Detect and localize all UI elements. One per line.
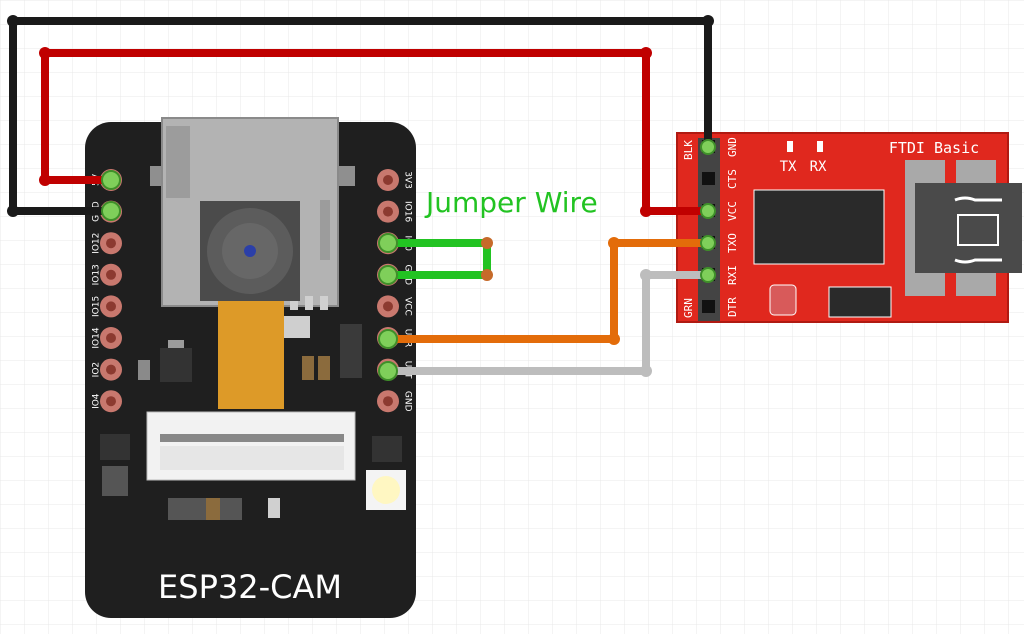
ftdi-pin: CTS <box>702 169 739 189</box>
ftdi-title: FTDI Basic <box>889 139 979 157</box>
esp32-left-pin: IO14 <box>92 327 122 349</box>
ftdi-pin: DTR <box>702 297 739 317</box>
esp32-left-pin: IO12 <box>92 232 122 255</box>
esp32-right-pin-label: GND <box>403 391 413 412</box>
tx-led-label: TX <box>780 159 797 175</box>
wires <box>7 15 714 377</box>
ftdi-bottom-label: GRN <box>682 298 695 318</box>
wire-vcc-red <box>41 49 708 215</box>
jumper-wire-label: Jumper Wire <box>424 186 598 219</box>
ftdi-pin-label: GND <box>726 137 739 157</box>
ftdi-connected-pin <box>700 235 716 251</box>
wire-tx-orange <box>388 239 708 343</box>
wire-bend-points <box>7 15 714 377</box>
wire-rx-gray <box>388 271 708 375</box>
ftdi-pin-label: VCC <box>726 201 739 221</box>
ftdi-connected-pin <box>700 203 716 219</box>
esp32-title: ESP32-CAM <box>158 568 342 606</box>
wire-jumper-green <box>388 239 491 279</box>
esp32-left-pin-label: IO2 <box>92 362 102 377</box>
connected-pin-highlights <box>101 170 398 381</box>
ftdi-basic-board: GND CTS VCC TXO RXI DTR BLK GRN TX RX FTDI Ba… <box>676 132 1022 323</box>
camera-module <box>200 201 300 409</box>
esp32-left-pin: IO2 <box>92 358 122 381</box>
ftdi-pin-label: DTR <box>726 297 739 317</box>
esp32-right-pin: IO16 <box>377 200 413 223</box>
tx-led: TX <box>780 141 797 175</box>
smd-components <box>100 316 406 520</box>
esp32-right-pin-label: IO16 <box>403 201 413 222</box>
ftdi-connected-pin <box>700 139 716 155</box>
esp32-left-pin-label: IO14 <box>92 327 102 348</box>
mini-usb-connector <box>905 160 1022 296</box>
rx-led: RX <box>810 141 827 175</box>
sd-card-slot <box>150 117 355 310</box>
ftdi-pin-label: RXI <box>726 265 739 285</box>
esp32-left-pin-label: IO4 <box>92 393 102 409</box>
ftdi-pin-label: CTS <box>726 169 739 189</box>
ftdi-chip <box>753 189 885 265</box>
esp32-right-pin: VCC <box>377 295 413 318</box>
esp32-right-pin-label: 3V3 <box>403 171 413 189</box>
ftdi-regulator <box>828 286 892 318</box>
esp32-left-pin-label: IO12 <box>92 233 102 254</box>
ftdi-top-label: BLK <box>682 140 695 160</box>
esp32-left-pin-label: IO13 <box>92 264 102 285</box>
esp32-left-pin: IO13 <box>92 263 122 286</box>
fpc-connector <box>146 411 356 481</box>
ftdi-pin-label: TXO <box>726 233 739 253</box>
esp32-right-pin: GND <box>377 390 413 413</box>
esp32-right-pin-label: VCC <box>403 297 413 316</box>
esp32-left-pin-label: IO15 <box>92 296 102 317</box>
esp32-left-pin: IO15 <box>92 295 122 318</box>
ftdi-led-component <box>769 284 797 316</box>
ftdi-connected-pin <box>700 267 716 283</box>
rx-led-label: RX <box>810 159 827 175</box>
esp32-left-pin: IO4 <box>92 390 122 413</box>
esp32-right-pin: 3V3 <box>377 169 413 191</box>
